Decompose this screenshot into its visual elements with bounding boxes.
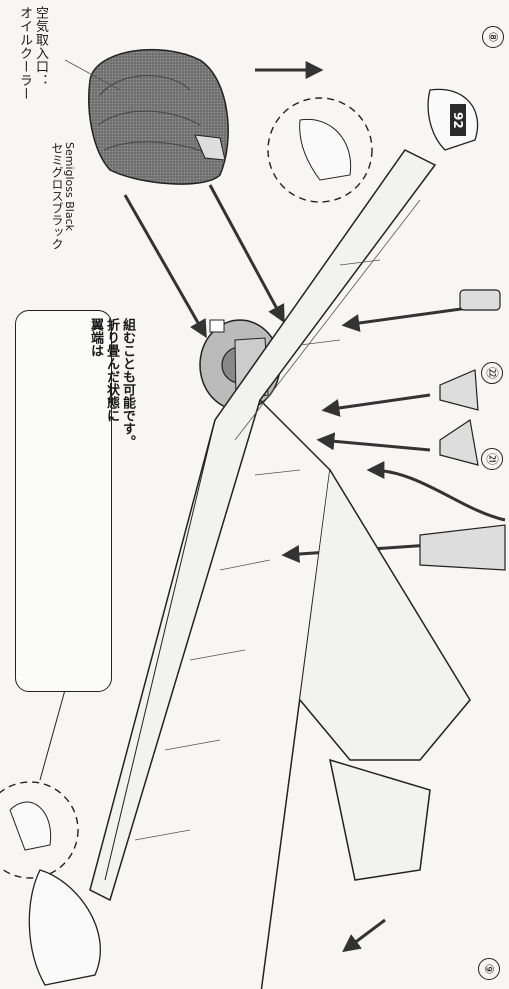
step-number-9: ⑨ — [478, 958, 500, 980]
aircraft-wing — [89, 149, 471, 989]
part-number-22: ㉒ — [481, 362, 503, 384]
oil-cooler-label: オイルクーラー — [17, 6, 32, 101]
dashed-detail-circle-bottom — [0, 689, 101, 986]
dashed-detail-circle-top — [267, 97, 373, 203]
note-callout — [15, 310, 112, 692]
note-line-2: 折り畳んだ状態に — [104, 318, 119, 422]
engine-cowling — [64, 48, 229, 185]
paint-name-jp: セミグロスブラック — [50, 142, 64, 250]
note-line-3: 組むことも可能です。 — [120, 318, 135, 448]
air-intake-label: 空気取入口： — [33, 6, 48, 87]
part-number-21: ㉑ — [481, 448, 503, 470]
paint-name-en: Semigloss Black — [63, 142, 76, 232]
small-parts — [419, 289, 506, 571]
note-line-1: 翼端は — [88, 318, 103, 357]
paint-code-badge: 92 — [450, 104, 466, 136]
step-number-8: ⑧ — [482, 26, 504, 48]
wing-panel-lines — [134, 199, 421, 841]
